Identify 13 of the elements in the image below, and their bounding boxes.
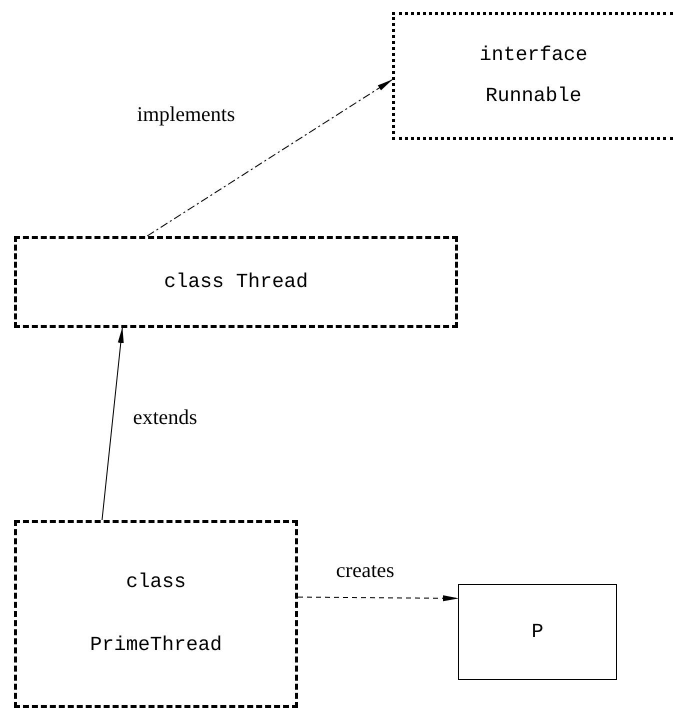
arrow [102,327,124,520]
arrow [298,595,459,602]
interface-box [392,12,673,140]
node-text: class Thread [164,270,308,294]
object-box [458,584,617,680]
node-text: P [531,620,544,644]
node-text: class [126,571,186,594]
node-text: interface [478,44,589,67]
class-box [14,520,298,708]
node-text: PrimeThread [90,634,222,657]
arrow [146,79,393,236]
node-text: Runnable [484,85,582,108]
class-box [14,236,458,328]
